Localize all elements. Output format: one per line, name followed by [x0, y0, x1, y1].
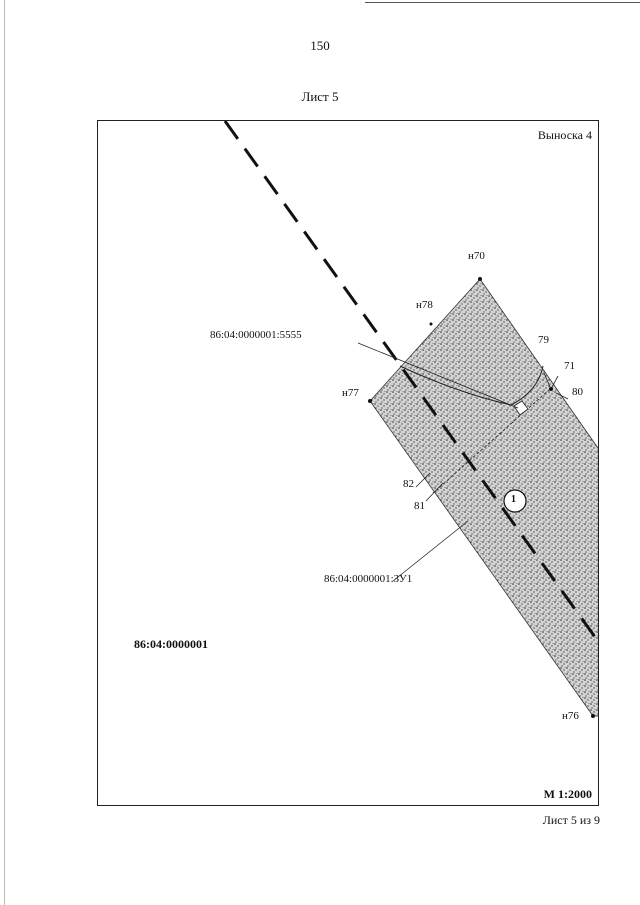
dashed-boundary-line [223, 121, 598, 644]
point-71 [549, 387, 553, 391]
scale-label: М 1:2000 [543, 787, 592, 801]
point-label-81: 81 [414, 500, 425, 512]
parcel-new-label: 86:04:0000001:ЗУ1 [324, 573, 413, 585]
point-n76 [591, 714, 595, 718]
point-n77 [368, 399, 372, 403]
strip-element [513, 400, 529, 416]
map-frame: Выноска 4 86:04:0000001 М 1:2000 86:04:0… [97, 120, 599, 806]
page-number: 150 [310, 38, 330, 53]
callout-label: Выноска 4 [537, 128, 592, 142]
leader-82 [415, 472, 431, 488]
point-label-n78: н78 [416, 299, 433, 311]
leader-80 [555, 392, 569, 400]
parcel-5555-boundary [399, 365, 544, 406]
point-label-79: 79 [538, 334, 549, 346]
point-label-n77: н77 [342, 387, 359, 399]
point-n70 [478, 277, 482, 281]
point-label-71: 71 [564, 360, 575, 372]
leader-79 [543, 372, 551, 388]
point-n78 [429, 322, 433, 326]
sheet-title: Лист 5 [301, 89, 339, 104]
map-canvas [223, 121, 598, 718]
sheet-count: Лист 5 из 9 [542, 813, 600, 827]
parcel-area [369, 278, 598, 717]
cadastral-block-label: 86:04:0000001 [134, 637, 208, 651]
leader-zu1 [392, 520, 469, 582]
point-label-n70: н70 [468, 250, 485, 262]
parcel-existing-label: 86:04:0000001:5555 [210, 329, 302, 341]
scan-edge [4, 0, 5, 905]
point-label-n76: н76 [562, 710, 579, 722]
point-label-80: 80 [572, 386, 583, 398]
scan-top-line [365, 2, 640, 3]
parcel-marker-label: 1 [511, 494, 516, 505]
parcel-inner-line [432, 388, 551, 494]
leader-81 [425, 482, 444, 502]
parcel-marker-circle [503, 489, 527, 513]
point-label-82: 82 [403, 478, 414, 490]
leader-71 [550, 375, 559, 390]
leader-5555 [357, 342, 519, 409]
